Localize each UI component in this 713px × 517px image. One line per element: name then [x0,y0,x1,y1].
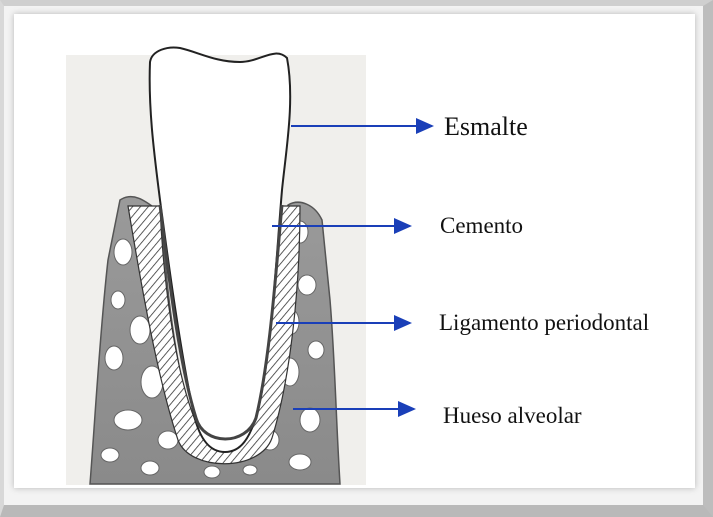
label-ligamento-periodontal: Ligamento periodontal [439,311,649,334]
label-hueso-alveolar: Hueso alveolar [443,404,582,427]
label-cemento: Cemento [440,214,523,237]
label-esmalte: Esmalte [444,114,528,140]
